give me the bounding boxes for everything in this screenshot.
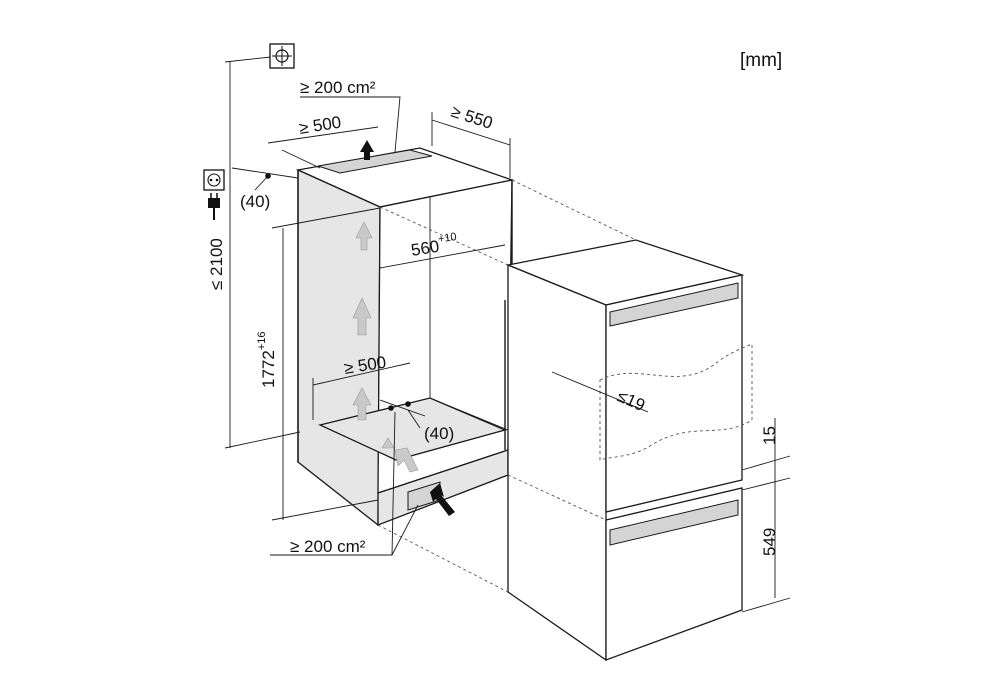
niche-width-value: 560: [410, 237, 441, 260]
bottom-airflow-arrow: [430, 483, 455, 516]
bottom-gap-label: (40): [424, 424, 454, 443]
bottom-vent-area-label: ≥ 200 cm²: [290, 537, 366, 556]
projection-lines: [377, 179, 637, 593]
niche-height-tolerance: +16: [256, 332, 268, 351]
top-airflow-arrow: [360, 140, 374, 160]
airflow-arrows: [352, 221, 419, 473]
door-cutaway: [599, 343, 753, 461]
cabinet-depth-label: ≥ 550: [449, 102, 495, 133]
niche-width-tolerance: +10: [437, 231, 457, 246]
cabinet-niche: [295, 147, 515, 527]
power-plug-icon: [208, 193, 220, 220]
niche-width-label: 560+10: [409, 231, 459, 260]
drawer-gap-label: 15: [760, 426, 779, 445]
left-side-panel: [297, 168, 381, 527]
drawer-height-label: 549: [760, 528, 779, 556]
target-mark-icon: [269, 43, 295, 69]
niche-height-label: 1772+16: [256, 332, 278, 389]
top-vent-opening: [317, 149, 433, 174]
max-height-label: ≤ 2100: [207, 238, 226, 290]
top-vent-area-label: ≥ 200 cm²: [300, 78, 376, 97]
upper-control-panel: [609, 282, 739, 327]
power-socket-icon: [203, 169, 225, 191]
top-gap-label: (40): [240, 192, 270, 211]
appliance: [505, 239, 745, 662]
upper-door: [605, 274, 743, 513]
top-vent-depth-label: ≥ 500: [298, 113, 343, 138]
units-label: [mm]: [740, 50, 782, 71]
dimension-lines: [224, 55, 791, 613]
niche-height-value: 1772: [259, 350, 278, 388]
lower-control-panel: [609, 499, 739, 546]
